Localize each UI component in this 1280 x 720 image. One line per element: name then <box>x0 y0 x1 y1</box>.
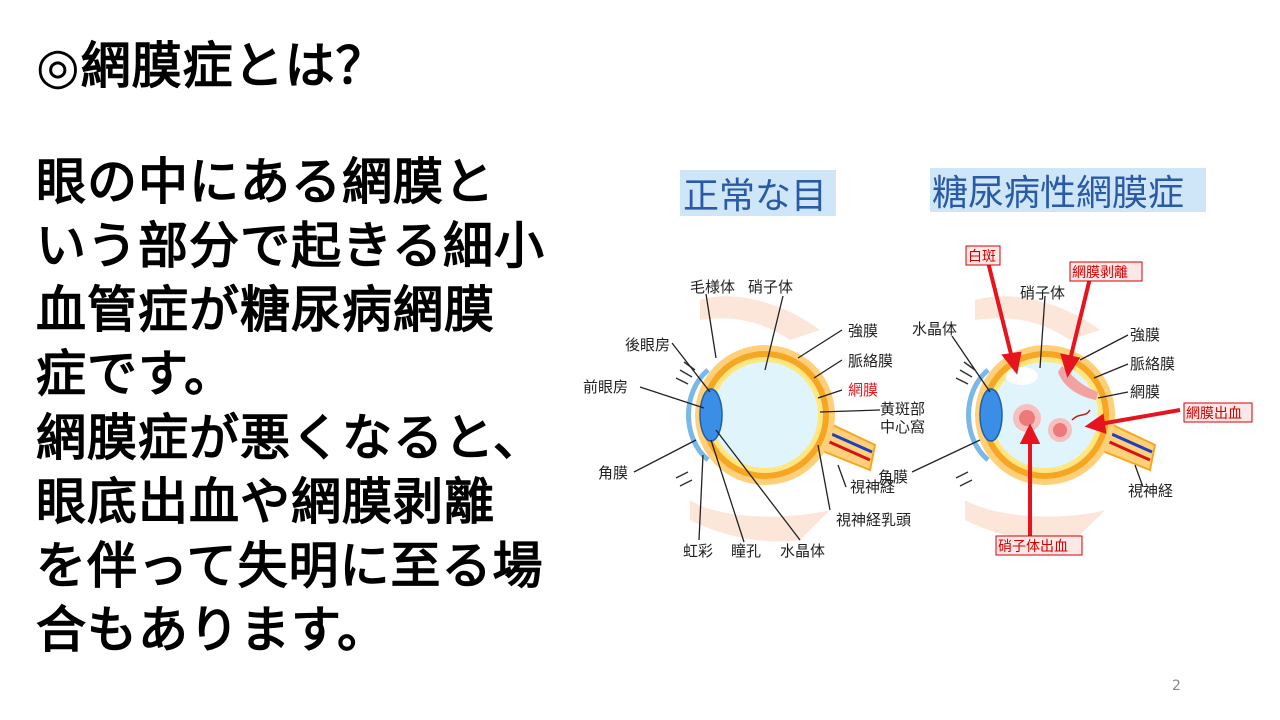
normal-heading: 正常な目 <box>683 176 827 217</box>
label-ciliary: 毛様体 <box>690 278 735 296</box>
body-line: 症です。 <box>36 345 235 403</box>
label-d-cornea: 角膜 <box>878 468 908 486</box>
label-cornea: 角膜 <box>598 464 628 482</box>
label-d-vitreous: 硝子体 <box>1020 284 1065 302</box>
normal-eye <box>675 296 877 542</box>
label-pupil: 瞳孔 <box>731 542 761 560</box>
normal-leader-lines <box>633 293 881 543</box>
label-sclera: 強膜 <box>848 322 878 340</box>
label-anterior-chamber: 前眼房 <box>583 378 628 396</box>
label-optic-disc: 視神経乳頭 <box>836 511 911 529</box>
label-optic-nerve: 視神経 <box>850 478 895 496</box>
body-line: 眼底出血や網膜剥離 <box>36 473 495 531</box>
label-macula-1: 黄斑部 <box>880 400 925 418</box>
body-line: 眼の中にある網膜と <box>36 153 495 211</box>
label-lens: 水晶体 <box>780 542 825 560</box>
label-retinal-hemorrhage: 網膜出血 <box>1186 406 1242 422</box>
label-d-optic-nerve: 視神経 <box>1128 482 1173 500</box>
label-detachment: 網膜剥離 <box>1072 264 1128 281</box>
body-line: 血管症が糖尿病網膜 <box>36 281 495 339</box>
label-posterior-chamber: 後眼房 <box>625 336 670 354</box>
diabetic-leader-lines <box>911 295 1144 488</box>
label-retina: 網膜 <box>848 381 878 399</box>
label-macula-2: 中心窩 <box>880 418 925 436</box>
diabetic-heading-bg <box>930 168 1206 212</box>
label-choroid: 脈絡膜 <box>848 352 893 370</box>
slide-body: 眼の中にある網膜と いう部分で起きる細小 血管症が糖尿病網膜 症です。 網膜症が… <box>36 150 596 662</box>
label-vitreous: 硝子体 <box>748 278 793 296</box>
label-d-choroid: 脈絡膜 <box>1130 355 1175 373</box>
body-line: いう部分で起きる細小 <box>36 217 545 275</box>
label-iris: 虹彩 <box>683 542 713 560</box>
normal-heading-bg <box>680 170 836 216</box>
label-d-lens: 水晶体 <box>912 320 957 338</box>
body-line: を伴って失明に至る場 <box>36 537 544 595</box>
label-d-retina: 網膜 <box>1130 383 1160 401</box>
box-vitreous-hemorrhage <box>995 535 1083 556</box>
label-white-spot: 白斑 <box>968 249 996 265</box>
label-vitreous-hemorrhage: 硝子体出血 <box>998 539 1068 555</box>
slide-title: ◎網膜症とは？ <box>36 37 387 95</box>
body-line: 合もあります。 <box>36 601 388 659</box>
box-white-spot <box>965 245 1001 266</box>
label-d-sclera: 強膜 <box>1130 326 1160 344</box>
box-retinal-hemorrhage <box>1183 402 1253 423</box>
diabetic-arrows <box>986 261 1181 538</box>
diabetic-heading: 糖尿病性網膜症 <box>932 173 1184 214</box>
diabetic-eye <box>955 296 1157 542</box>
body-line: 網膜症が悪くなると、 <box>36 409 544 467</box>
page-number: 2 <box>1172 678 1181 694</box>
box-detachment <box>1069 261 1143 282</box>
